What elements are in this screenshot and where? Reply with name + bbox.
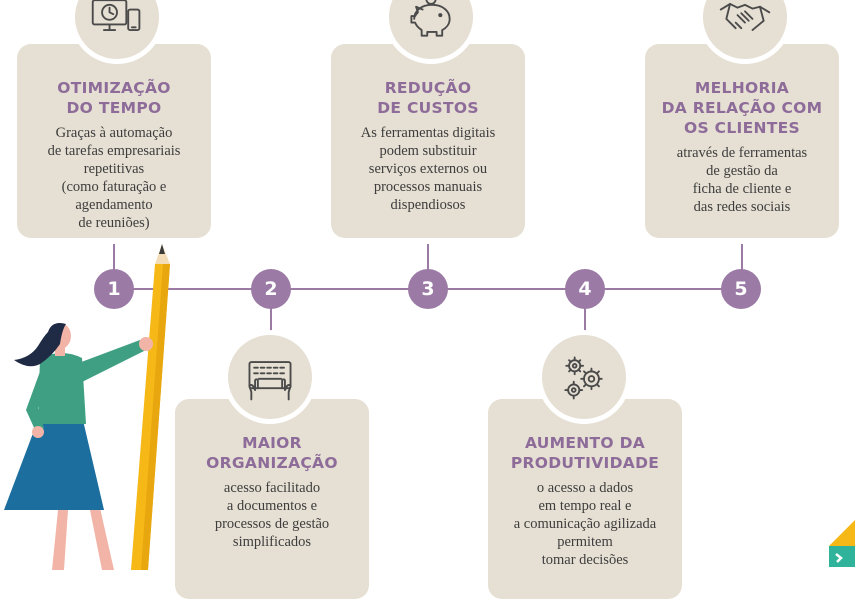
corner-logo: [829, 520, 855, 567]
card-customer-relationship: MELHORIA DA RELAÇÃO COM OS CLIENTES atra…: [645, 44, 839, 238]
step-number-4: 4: [565, 269, 605, 309]
card-text: através de ferramentas de gestão da fich…: [676, 145, 808, 215]
hands-keyboard-icon: [223, 330, 317, 424]
gears-icon: [537, 330, 631, 424]
card-time-optimization: OTIMIZAÇÃO DO TEMPO Graças à automação d…: [17, 44, 211, 238]
woman-pencil-illustration: [4, 244, 170, 570]
card-text: Graças à automação de tarefas empresaria…: [47, 125, 181, 231]
card-productivity: AUMENTO DA PRODUTIVIDADE o acesso a dado…: [488, 399, 682, 599]
step-number-1: 1: [94, 269, 134, 309]
stem-2: [270, 308, 272, 332]
step-number-5: 5: [721, 269, 761, 309]
stem-3: [427, 244, 429, 270]
card-text: acesso facilitado a documentos e process…: [214, 480, 330, 550]
card-title: AUMENTO DA PRODUTIVIDADE: [510, 434, 660, 472]
stem-1: [113, 244, 115, 270]
step-number-3: 3: [408, 269, 448, 309]
card-organization: MAIOR ORGANIZAÇÃO acesso facilitado a do…: [175, 399, 369, 599]
card-cost-reduction: REDUÇÃO DE CUSTOS As ferramentas digitai…: [331, 44, 525, 238]
stem-4: [584, 308, 586, 332]
card-text: o acesso a dados em tempo real e a comun…: [513, 480, 657, 568]
card-title: MELHORIA DA RELAÇÃO COM OS CLIENTES: [661, 79, 823, 137]
card-text: As ferramentas digitais podem substituir…: [360, 125, 496, 213]
stem-5: [741, 244, 743, 270]
card-title: MAIOR ORGANIZAÇÃO: [206, 434, 338, 472]
step-number-2: 2: [251, 269, 291, 309]
card-title: OTIMIZAÇÃO DO TEMPO: [57, 79, 171, 117]
card-title: REDUÇÃO DE CUSTOS: [377, 79, 479, 117]
